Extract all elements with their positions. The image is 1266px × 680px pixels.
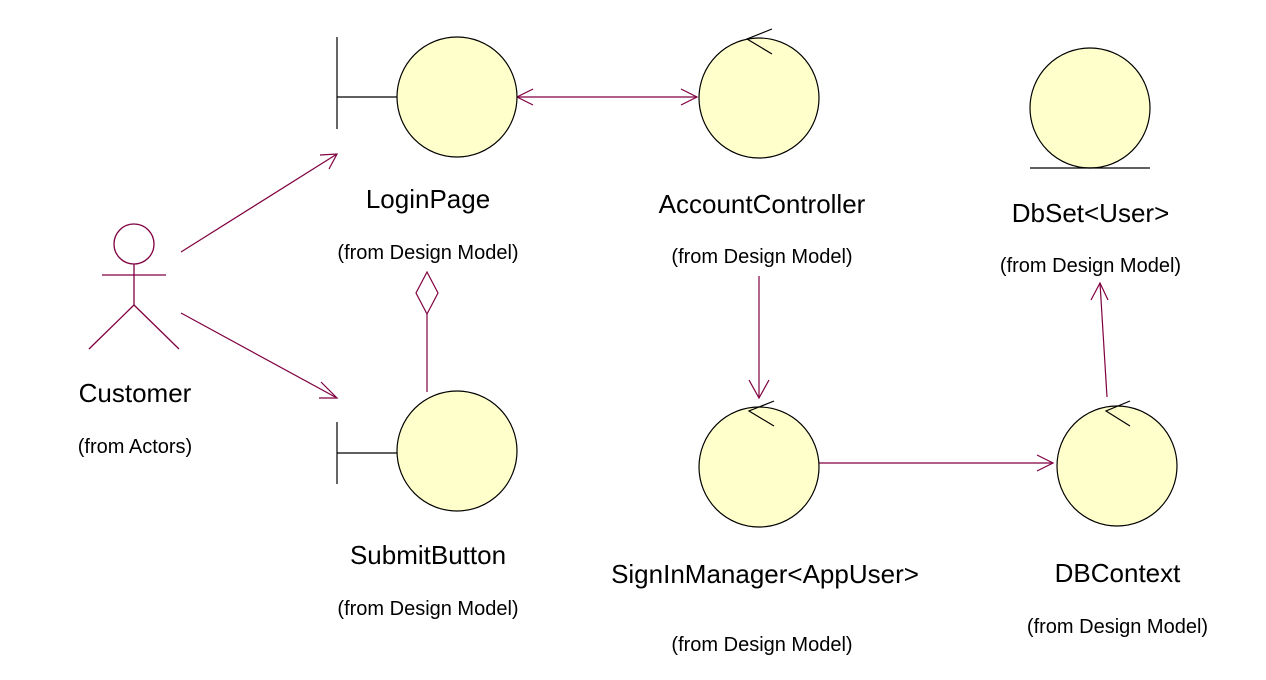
dbcontext-control-icon[interactable] xyxy=(1056,400,1178,527)
signinmanager-name[interactable]: SignInManager<AppUser> xyxy=(611,559,919,589)
accountcontroller-package: (from Design Model) xyxy=(671,246,853,268)
edge-accountcontroller-signinmanager xyxy=(748,276,770,400)
customer-actor-icon[interactable] xyxy=(88,223,180,350)
dbsetuser-name[interactable]: DbSet<User> xyxy=(1011,198,1170,228)
dbcontext-name[interactable]: DBContext xyxy=(1054,558,1181,588)
customer-package: (from Actors) xyxy=(77,436,193,458)
dbsetuser-package: (from Design Model) xyxy=(999,255,1182,277)
submitbutton-package: (from Design Model) xyxy=(337,598,519,620)
submitbutton-name[interactable]: SubmitButton xyxy=(349,540,507,570)
edge-customer-submitbutton xyxy=(180,312,339,399)
customer-name[interactable]: Customer xyxy=(78,378,192,408)
dbcontext-package: (from Design Model) xyxy=(1026,616,1209,638)
submitbutton-boundary-icon[interactable] xyxy=(336,390,518,512)
loginpage-boundary-icon[interactable] xyxy=(336,36,518,158)
signinmanager-package: (from Design Model) xyxy=(671,634,853,656)
edge-loginpage-accountcontroller xyxy=(515,88,699,106)
loginpage-name[interactable]: LoginPage xyxy=(365,184,491,214)
edge-submitbutton-loginpage-aggregation xyxy=(415,270,439,392)
signinmanager-control-icon[interactable] xyxy=(698,400,820,528)
edge-customer-loginpage xyxy=(180,153,339,253)
edge-dbcontext-dbsetuser xyxy=(1090,281,1109,398)
loginpage-package: (from Design Model) xyxy=(337,242,519,264)
accountcontroller-control-icon[interactable] xyxy=(698,28,820,159)
accountcontroller-name[interactable]: AccountController xyxy=(658,189,866,219)
dbsetuser-entity-icon[interactable] xyxy=(1029,47,1151,169)
edge-signinmanager-dbcontext xyxy=(819,454,1055,472)
